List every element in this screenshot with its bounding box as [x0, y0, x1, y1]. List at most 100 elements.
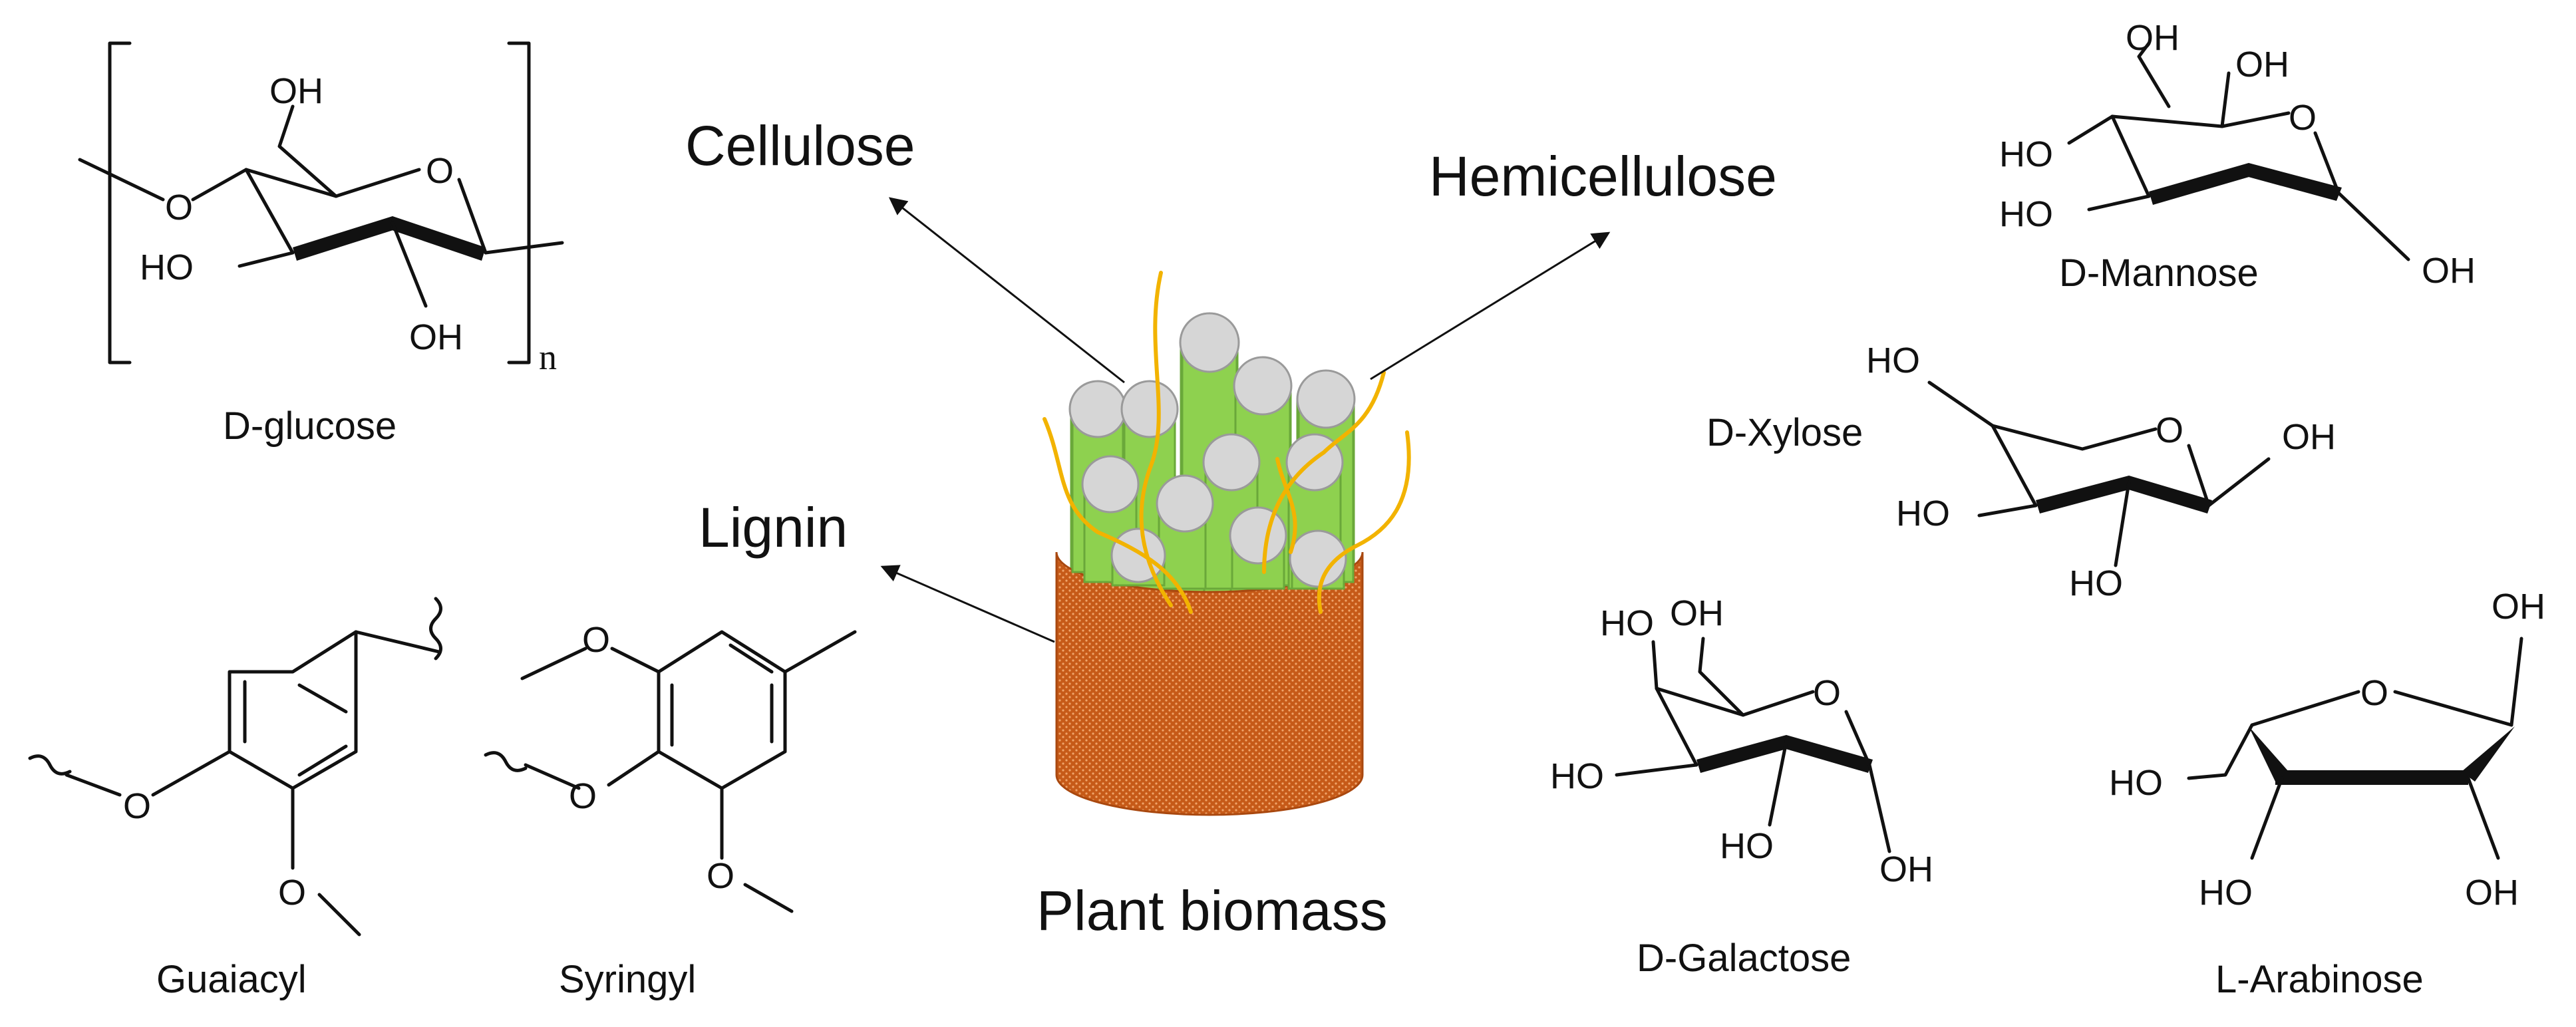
- glucose-bond: [191, 168, 248, 202]
- syringyl-bond: [520, 647, 587, 680]
- atom-label: HO: [1896, 494, 1950, 533]
- arrow-to-hemicellulose: [1370, 231, 1611, 380]
- syringyl-bond: [607, 750, 661, 787]
- atom-label: O: [707, 856, 734, 896]
- atom-label: O: [165, 188, 193, 227]
- atom-label: O: [2360, 673, 2388, 713]
- label-cellulose: Cellulose: [685, 114, 915, 177]
- atom-label: OH: [409, 317, 463, 357]
- galactose-bond: [1698, 637, 1745, 717]
- mannose-bond: [2067, 114, 2114, 145]
- arabinose-bond: [2187, 723, 2254, 780]
- wavy-bond: [484, 751, 528, 772]
- molecule-name-syringyl: Syringyl: [559, 958, 696, 1001]
- d-galactose-structure: HO OH O HO HO OH D-Galactose: [1550, 593, 1933, 980]
- arrow-to-lignin: [880, 565, 1055, 643]
- molecule-name-l-arabinose: L-Arabinose: [2215, 958, 2424, 1001]
- xylose-wedge-bond: [2126, 476, 2212, 514]
- molecule-name-d-xylose: D-Xylose: [1706, 411, 1863, 454]
- atom-label: OH: [2282, 417, 2336, 457]
- galactose-wedge-bond: [1784, 735, 1873, 773]
- mannose-ring-bond: [2110, 111, 2291, 128]
- atom-label: O: [2156, 410, 2183, 450]
- atom-label: HO: [2069, 563, 2123, 603]
- mannose-bond: [2336, 191, 2410, 261]
- molecule-name-guaiacyl: Guaiacyl: [156, 958, 307, 1001]
- guaiacyl-bond: [317, 893, 361, 937]
- xylose-bond: [2207, 457, 2271, 508]
- galactose-bond: [1867, 763, 1891, 853]
- label-plant-biomass: Plant biomass: [1037, 879, 1388, 942]
- glucose-bond: [391, 221, 428, 308]
- wavy-bond: [28, 754, 72, 776]
- arabinose-wedge-bond: [2275, 770, 2468, 785]
- atom-label: O: [426, 151, 454, 191]
- glucose-bond: [78, 158, 165, 202]
- lignin-fiber: [1275, 457, 1297, 554]
- galactose-ring-bond: [1655, 686, 1698, 767]
- guaiacyl-bond: [151, 750, 232, 797]
- glucose-ring-bond: [457, 178, 488, 255]
- molecule-name-d-glucose: D-glucose: [223, 404, 397, 448]
- atom-label: O: [2289, 98, 2317, 138]
- arabinose-bond: [2466, 776, 2500, 860]
- atom-label: OH: [2235, 45, 2289, 84]
- label-hemicellulose: Hemicellulose: [1429, 145, 1777, 208]
- syringyl-structure: O O O Syringyl: [484, 620, 857, 1001]
- lignin-fiber: [1262, 370, 1386, 574]
- xylose-bond: [1927, 380, 1995, 428]
- wavy-bond: [429, 597, 442, 660]
- guaiacyl-bond: [65, 773, 122, 797]
- syringyl-bond: [524, 763, 581, 790]
- biomass-illustration: [1043, 271, 1411, 816]
- mannose-ring-bond: [2110, 114, 2151, 198]
- galactose-ring-bond: [1655, 686, 1815, 717]
- rod-cap: [1156, 474, 1214, 533]
- lignin-fiber: [1139, 271, 1173, 607]
- d-glucose-structure: n O O OH HO OH D-glucose: [78, 41, 564, 448]
- molecule-name-d-mannose: D-Mannose: [2059, 251, 2259, 295]
- galactose-bond: [1651, 640, 1659, 690]
- atom-label: O: [278, 873, 306, 913]
- guaiacyl-structure: O O Guaiacyl: [28, 597, 442, 1001]
- syringyl-bond: [610, 647, 661, 674]
- arabinose-ring-bond: [2250, 690, 2360, 727]
- rod-cap: [1289, 529, 1347, 588]
- atom-label: HO: [1600, 603, 1654, 643]
- arabinose-ring-bond: [2393, 690, 2513, 727]
- galactose-bond: [1768, 740, 1788, 827]
- arabinose-wedge-bond: [2462, 726, 2515, 782]
- rod-cap: [1110, 527, 1166, 583]
- galactose-ring-bond: [1844, 710, 1871, 767]
- arrow-to-cellulose: [888, 197, 1125, 384]
- syringyl-bond: [743, 883, 794, 913]
- biomass-base: [1055, 551, 1364, 816]
- label-lignin: Lignin: [699, 496, 848, 559]
- atom-label: HO: [2109, 763, 2163, 803]
- glucose-bond: [484, 241, 564, 255]
- xylose-ring-bond: [2187, 444, 2211, 508]
- lignin-fiber: [1043, 417, 1193, 614]
- mannose-bond: [2220, 71, 2231, 128]
- xylose-wedge-bond: [2036, 476, 2132, 514]
- syringyl-ring-inner: [670, 643, 774, 747]
- guaiacyl-ring-inner: [243, 680, 348, 777]
- glucose-bond: [238, 251, 295, 268]
- atom-label: HO: [1866, 341, 1920, 380]
- xylose-bond: [2114, 480, 2131, 567]
- rod-cap: [1202, 433, 1261, 492]
- atom-label: O: [123, 786, 151, 826]
- atom-label: OH: [2465, 873, 2519, 913]
- rod-cap: [1068, 380, 1127, 438]
- rod-cap: [1296, 369, 1356, 429]
- arabinose-bond: [2250, 776, 2284, 860]
- lignin-fiber: [1317, 430, 1411, 614]
- mannose-wedge-bond: [2246, 163, 2342, 201]
- glucose-wedge-bond: [390, 216, 486, 261]
- xylose-ring-bond: [1991, 424, 2038, 508]
- polymer-bracket-left: [108, 41, 132, 365]
- atom-label: HO: [1550, 756, 1604, 796]
- molecule-name-d-galactose: D-Galactose: [1637, 937, 1851, 980]
- atom-label: O: [569, 776, 597, 816]
